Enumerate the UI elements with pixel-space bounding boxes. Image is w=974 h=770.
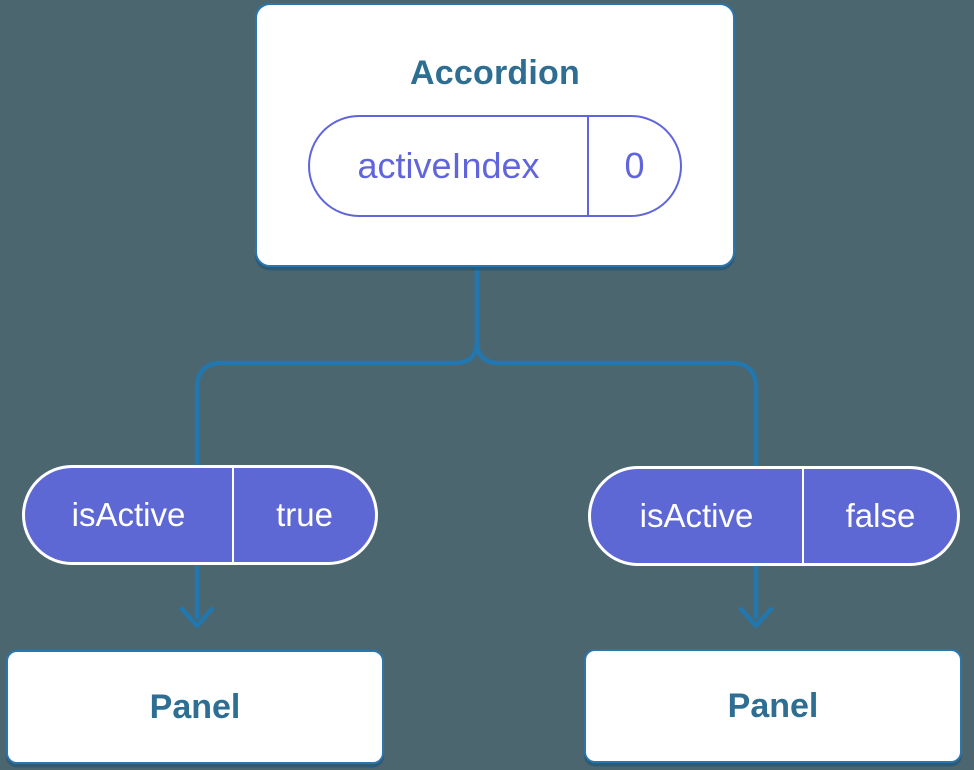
state-name: isActive [71, 496, 186, 533]
panel-node-right: Panel [584, 649, 962, 763]
arrow-down-icon [738, 606, 774, 629]
accordion-title: Accordion [410, 54, 580, 92]
panel-node-left: Panel [6, 650, 384, 764]
tree-connector-right [474, 263, 759, 620]
state-value: 0 [587, 117, 680, 215]
state-value: true [232, 468, 375, 562]
state-pill-isactive-false: isActive false [588, 466, 960, 566]
state-name: activeIndex [357, 145, 540, 186]
state-pill-activeindex: activeIndex 0 [308, 115, 682, 217]
panel-label: Panel [149, 687, 241, 726]
state-value: false [802, 469, 957, 563]
panel-label: Panel [727, 686, 819, 725]
state-pill-isactive-true: isActive true [22, 465, 378, 565]
accordion-node: Accordion activeIndex 0 [255, 3, 735, 267]
state-name: isActive [639, 497, 754, 534]
arrow-down-icon [179, 606, 215, 629]
